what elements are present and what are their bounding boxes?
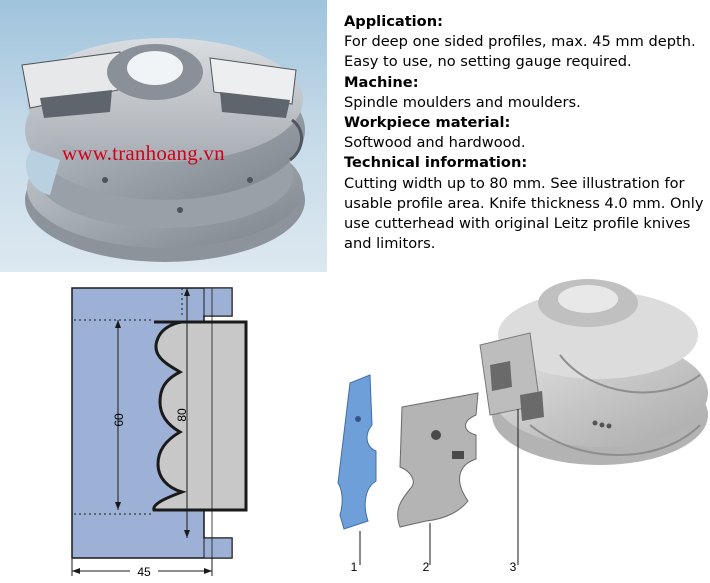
callout-label-3: 3 [510,560,517,574]
dim-60-label: 60 [112,413,126,427]
description-block: Application: For deep one sided profiles… [344,12,708,254]
application-text: For deep one sided profiles, max. 45 mm … [344,33,696,71]
cutterhead-body [479,279,708,465]
technical-text: Cutting width up to 80 mm. See illustrat… [344,174,704,253]
watermark-text: www.tranhoang.vn [62,141,225,165]
dim-45-label: 45 [137,565,151,579]
exploded-view: 1 2 3 [330,275,710,579]
cutterhead-illustration [21,38,305,262]
workpiece-text: Softwood and hardwood. [344,134,526,152]
technical-heading: Technical information: [344,154,528,172]
workpiece-heading: Workpiece material: [344,114,511,132]
profile-knife [397,392,479,528]
profile-drawing: 60 80 45 [62,280,262,579]
callout-label-2: 2 [423,560,430,574]
product-photo: www.tranhoang.vn [0,0,327,272]
callout-label-1: 1 [351,560,358,574]
application-heading: Application: [344,13,443,30]
limitor-plate [337,374,377,530]
dim-80-label: 80 [175,408,189,422]
profile-shape [152,320,248,512]
machine-heading: Machine: [344,73,419,91]
machine-text: Spindle moulders and moulders. [344,93,581,111]
